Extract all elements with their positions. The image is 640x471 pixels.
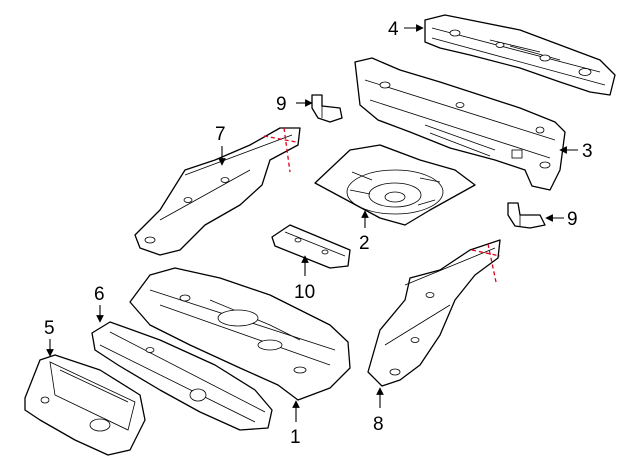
- leader-lines: [46, 24, 578, 422]
- part-10-cross-member: [271, 224, 351, 269]
- part-9-bracket-upper: [311, 94, 343, 123]
- callout-1: 1: [290, 427, 301, 448]
- callout-8: 8: [373, 414, 384, 435]
- callout-7: 7: [215, 124, 226, 145]
- part-7-left-rear-frame-rail: [134, 127, 301, 256]
- cut-line-part-8: [471, 243, 501, 283]
- part-6-left-floor-side-member: [91, 321, 273, 431]
- part-3-rear-panel: [354, 57, 566, 191]
- part-2-rear-floor-pan: [314, 144, 476, 226]
- cut-line-part-7: [263, 127, 297, 173]
- part-1-floor-pan: [129, 267, 351, 401]
- part-9-bracket-lower: [507, 202, 546, 229]
- callout-9-upper: 9: [276, 94, 287, 115]
- callout-6: 6: [94, 284, 105, 305]
- part-4-upper-rear-panel: [424, 14, 616, 96]
- callout-labels: 1 2 3 4 5 6 7 8 9 9 10: [44, 19, 593, 448]
- callout-10: 10: [294, 282, 315, 303]
- callout-2: 2: [359, 233, 370, 254]
- callout-3: 3: [582, 141, 593, 162]
- cut-line-marks: [263, 127, 501, 283]
- callout-4: 4: [388, 19, 399, 40]
- callout-9-lower: 9: [567, 209, 578, 230]
- callout-5: 5: [44, 318, 55, 339]
- part-8-right-rear-frame-rail: [367, 239, 501, 387]
